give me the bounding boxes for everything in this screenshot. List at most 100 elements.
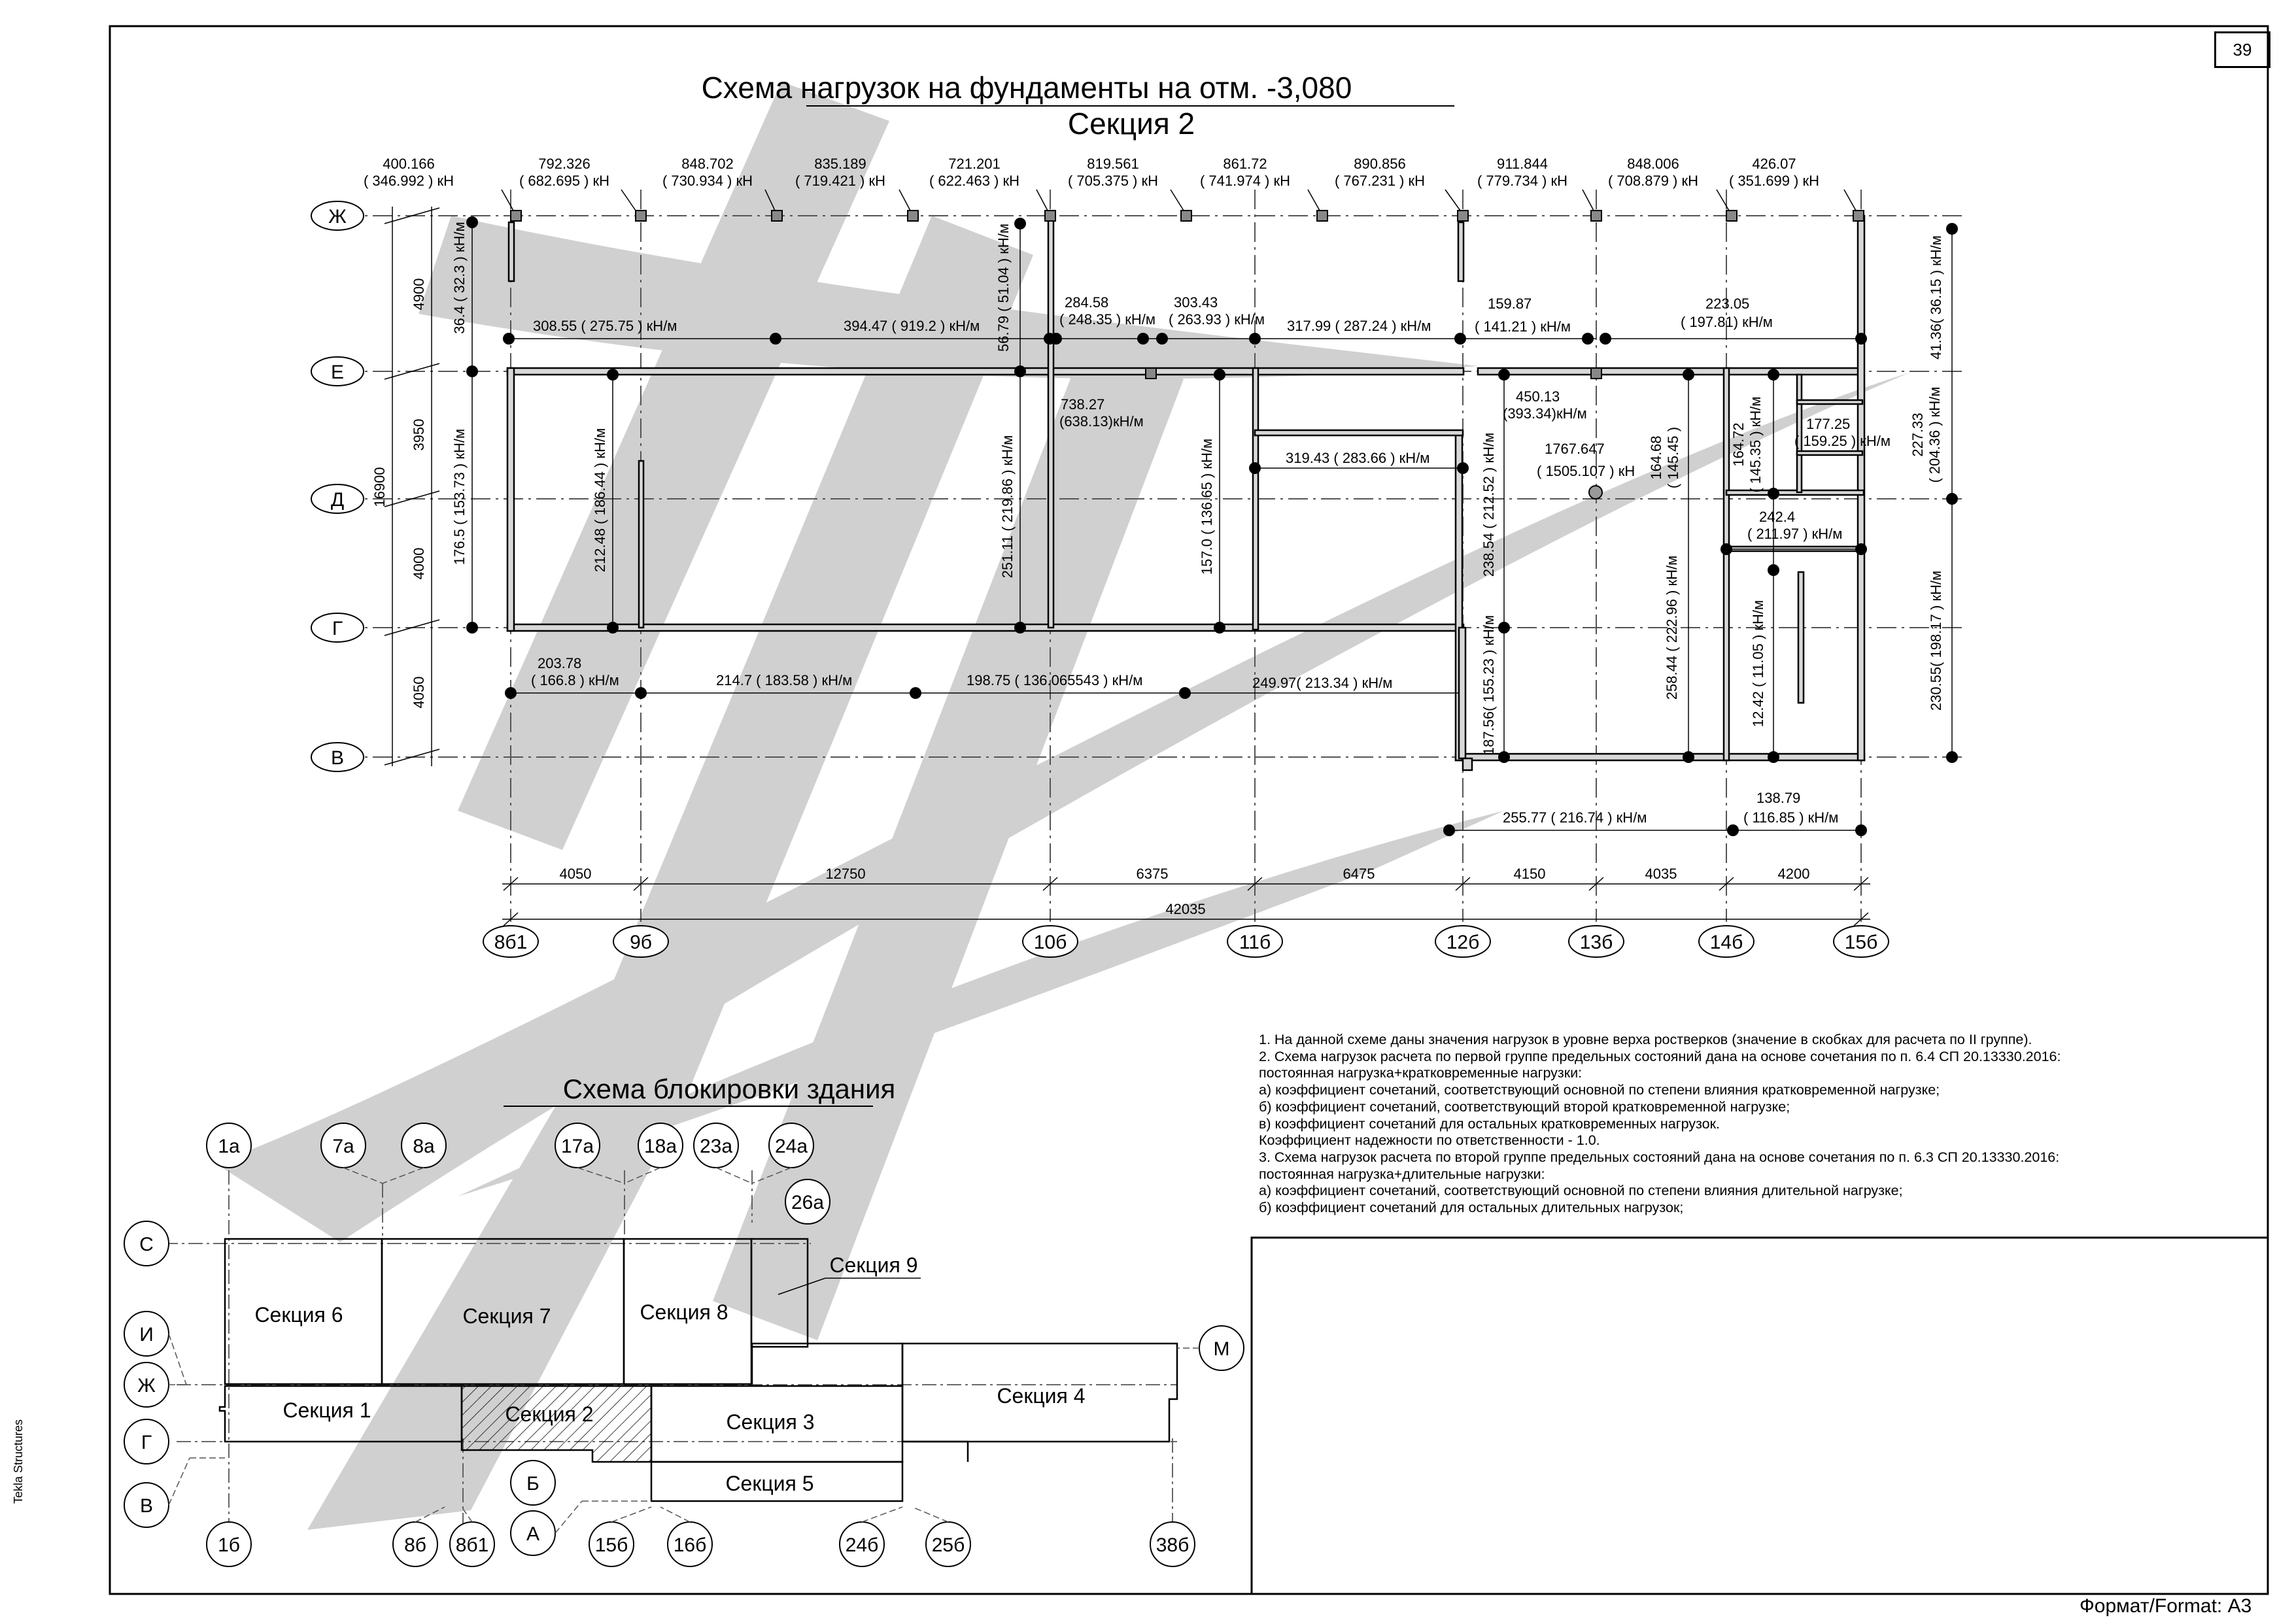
- dimension-value: 4000: [411, 548, 427, 580]
- col-axis-label: 13б: [1580, 932, 1613, 953]
- column-load-top: 792.326: [538, 156, 591, 172]
- block-axis-label: 8б: [404, 1534, 426, 1556]
- dimension-value: 4050: [411, 677, 427, 709]
- wall-load-label: 238.54 ( 212.52 ) кН/м: [1481, 433, 1497, 577]
- block-section-2-hatched: [460, 1385, 653, 1463]
- block-axis-label: И: [139, 1324, 154, 1345]
- wall-12b-lower: [1458, 626, 1467, 760]
- row-axis-bubble: [311, 201, 364, 231]
- dimension-value: 6475: [1343, 866, 1375, 882]
- note-line: Коэффициент надежности по ответственност…: [1259, 1132, 1600, 1149]
- block-section-5: [650, 1461, 904, 1502]
- column: [1457, 210, 1469, 222]
- col-axis-bubble: [483, 925, 539, 958]
- wall-load-label: 138.79: [1756, 790, 1800, 806]
- title-block: [1250, 1236, 2269, 1595]
- dimension-value: 4900: [411, 279, 427, 311]
- block-axis-bubble: [206, 1521, 252, 1567]
- wall-load-label: 450.13: [1516, 388, 1560, 405]
- column: [771, 210, 783, 222]
- dimension-value: 12750: [825, 866, 865, 882]
- block-axis-label: 8б1: [456, 1534, 489, 1556]
- block-right-axes: М Б А: [510, 1325, 1244, 1556]
- column-load-top: 721.201: [948, 156, 1001, 172]
- col-axis-label: 10б: [1034, 932, 1067, 953]
- watermark-logo: [216, 82, 1909, 1530]
- row-axis-bubble: [311, 484, 364, 514]
- wall-12b-top: [1457, 221, 1465, 282]
- wall-load-label: 251.11 ( 219.86 ) кН/м: [999, 435, 1016, 579]
- wall-axis-g: [506, 623, 1465, 632]
- wall-axis-14b: [1722, 367, 1730, 762]
- wall-load-label: ( 263.93 ) кН/м: [1169, 311, 1265, 328]
- point-load-marker: [1588, 485, 1603, 499]
- column-load-bottom: ( 705.375 ) кН: [1068, 173, 1158, 189]
- column-load-top: 400.166: [383, 156, 435, 172]
- block-axis-label: Г: [141, 1432, 152, 1453]
- block-section-label: Секция 9: [829, 1253, 917, 1277]
- block-section-label: Секция 1: [282, 1398, 371, 1422]
- wall-load-label: ( 145.45 ): [1665, 427, 1681, 488]
- note-line: 3. Схема нагрузок расчета по второй груп…: [1259, 1149, 2060, 1165]
- dimension-total: 16900: [371, 467, 388, 507]
- block-axis-label: 18а: [644, 1136, 677, 1157]
- wall-load-label: 176.5 ( 153.73 ) кН/м: [451, 429, 468, 565]
- block-axis-bubble: [124, 1419, 169, 1464]
- wall-axis-10b: [1047, 214, 1055, 629]
- wall-load-label: 738.27: [1061, 396, 1104, 413]
- block-axis-bubble: [785, 1179, 830, 1225]
- note-line: постоянная нагрузка+длительные нагрузки:: [1259, 1166, 1545, 1182]
- column-load-bottom: ( 708.879 ) кН: [1608, 173, 1698, 189]
- note-line: в) коэффициент сочетаний для остальных к…: [1259, 1115, 1720, 1132]
- wall-load-label: 242.4: [1759, 509, 1795, 525]
- bottom-dimension-chain: [502, 877, 1870, 926]
- block-section-9: [750, 1238, 809, 1348]
- block-axis-label: 8а: [413, 1136, 435, 1157]
- column-load-top: 911.844: [1497, 156, 1548, 172]
- wall-load-label: 303.43: [1174, 294, 1218, 311]
- wall-load-label: ( 204.36 ) кН/м: [1926, 386, 1943, 482]
- wall-8b1-top: [507, 221, 515, 282]
- wall-14b-15b-d: [1725, 489, 1865, 496]
- block-section-label: Секция 7: [462, 1304, 551, 1328]
- row-axis-bubble: [311, 613, 364, 643]
- plan-title: Схема нагрузок на фундаменты на отм. -3,…: [702, 71, 1352, 105]
- wall-inner-partition: [1797, 571, 1805, 704]
- block-title: Схема блокировки здания: [563, 1074, 896, 1104]
- block-section-label: Секция 5: [725, 1472, 813, 1495]
- wall-load-label: ( 159.25 ) кН/м: [1794, 433, 1891, 449]
- block-axis-bubble: [1150, 1521, 1195, 1567]
- column-load-bottom: ( 351.699 ) кН: [1729, 173, 1819, 189]
- block-axis-label: 16б: [674, 1534, 707, 1556]
- block-top-axes: 1а 7а 8а 17а 18а 23а 24а 26а: [206, 1123, 830, 1225]
- dimension-value: 4150: [1514, 866, 1546, 882]
- left-dimensions: 4900 3950 4000 4050 16900: [371, 279, 427, 709]
- wall-inner-right: [1796, 373, 1803, 494]
- note-line: а) коэффициент сочетаний, соответствующи…: [1259, 1082, 1940, 1098]
- wall-load-label: 177.25: [1806, 416, 1850, 432]
- column-loads: 400.166 ( 346.992 ) кН 792.326 ( 682.695…: [364, 156, 1819, 189]
- wall-load-label: 198.75 ( 136.065543 ) кН/м: [967, 672, 1142, 688]
- column-load-bottom: ( 767.231 ) кН: [1335, 173, 1425, 189]
- note-line: 2. Схема нагрузок расчета по первой груп…: [1259, 1048, 2061, 1064]
- building-blocking-scheme: Схема блокировки здания: [124, 1074, 1244, 1567]
- wall-axis-8b1: [506, 367, 515, 632]
- page-number: 39: [2214, 31, 2270, 68]
- wall-load-label: ( 211.97 ) кН/м: [1747, 526, 1842, 542]
- column-load-top: 426.07: [1752, 156, 1796, 172]
- block-section-label: Секция 8: [640, 1300, 728, 1324]
- block-bottom-axes: 1б 8б 8б1 15б 16б 24б 25б 38б: [206, 1506, 1195, 1567]
- column: [1590, 367, 1602, 379]
- block-axis-label: М: [1214, 1338, 1230, 1360]
- row-axis-bubbles: Ж Е Д Г В: [311, 201, 364, 772]
- wall-load-labels: 308.55 ( 275.75 ) кН/м 394.47 ( 919.2 ) …: [531, 294, 1891, 826]
- wall-inner-stair: [1796, 399, 1864, 405]
- wall-load-label: 212.48 ( 186.44 ) кН/м: [592, 428, 608, 572]
- block-axis-label: А: [526, 1523, 539, 1545]
- wall-load-label: 255.77 ( 216.74 ) кН/м: [1503, 809, 1647, 826]
- column-load-leaders: [501, 189, 1857, 211]
- block-section-label: Секция 4: [997, 1384, 1085, 1408]
- col-axis-label: 8б1: [494, 932, 528, 953]
- wall-load-label: 187.56( 155.23 ) кН/м: [1481, 615, 1497, 755]
